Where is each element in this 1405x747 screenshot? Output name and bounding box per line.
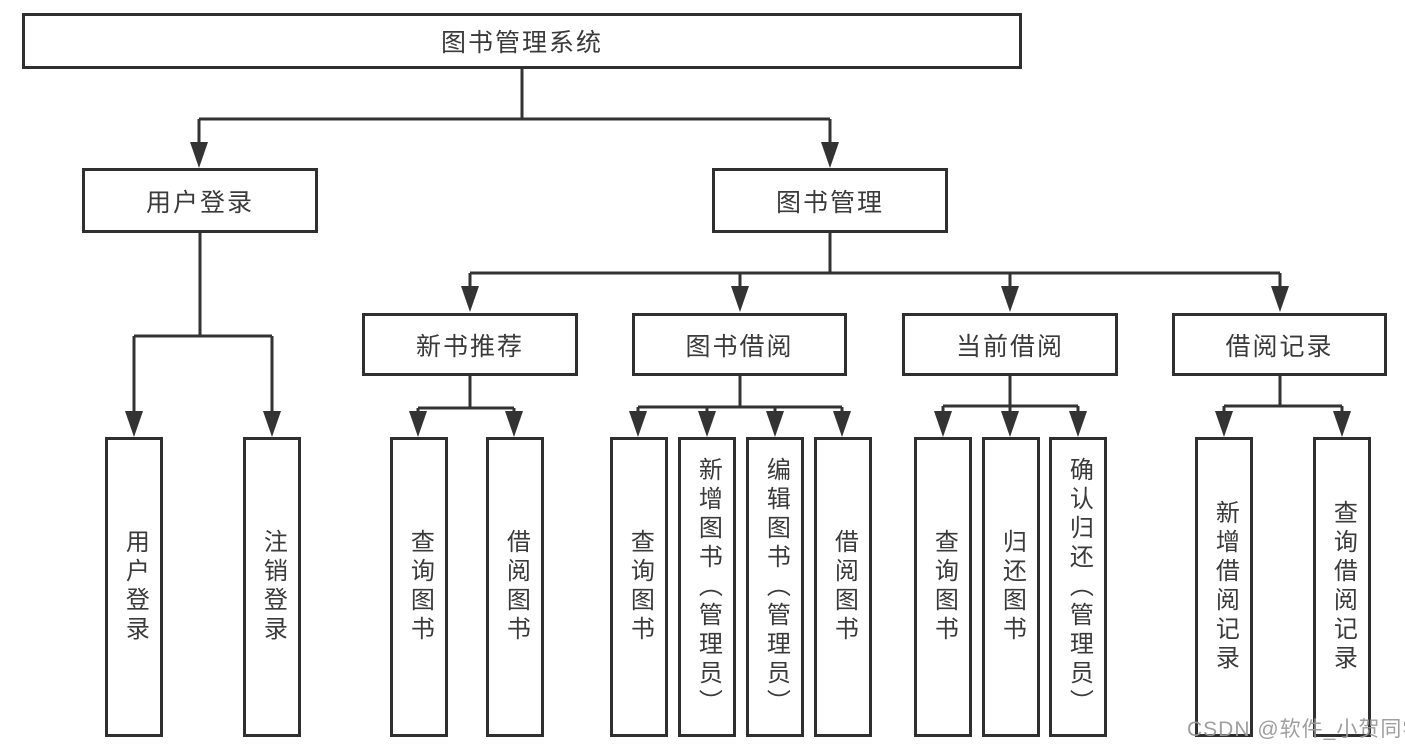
leaf-current-query-books: 查询图书: [914, 437, 972, 737]
leaf-newbook-query-books: 查询图书: [390, 437, 448, 737]
arrowhead: [1001, 411, 1019, 437]
leaf-logout-label: 注销登录: [259, 529, 287, 645]
node-book-borrowing: 图书借阅: [632, 313, 847, 376]
node-current-borrowing: 当前借阅: [902, 313, 1118, 376]
connector-root-branch: [197, 69, 832, 146]
arrowhead: [1215, 411, 1233, 437]
connector-borrowing-branch: [636, 376, 844, 416]
arrowhead: [698, 411, 716, 437]
node-borrowing-records-label: 借阅记录: [1225, 332, 1334, 361]
arrowhead: [821, 142, 839, 168]
leaf-logout: 注销登录: [243, 437, 301, 737]
connector-current-branch: [941, 376, 1080, 416]
leaf-borrowing-add-books-admin-label: 新增图书（管理员）: [694, 456, 722, 718]
arrowhead: [505, 411, 523, 437]
arrowhead: [409, 411, 427, 437]
leaf-current-return-books: 归还图书: [982, 437, 1040, 737]
leaf-current-confirm-return-admin: 确认归还（管理员）: [1049, 437, 1107, 737]
leaf-current-query-books-label: 查询图书: [930, 529, 958, 645]
leaf-borrowing-query-books: 查询图书: [610, 437, 668, 737]
node-user-login-label: 用户登录: [145, 188, 254, 217]
leaf-records-query-record-label: 查询借阅记录: [1329, 500, 1357, 674]
arrowhead: [1333, 411, 1351, 437]
leaf-user-login: 用户登录: [105, 437, 163, 737]
leaf-borrowing-borrow-books-label: 借阅图书: [830, 529, 858, 645]
arrowhead: [125, 411, 143, 437]
node-root-label: 图书管理系统: [440, 29, 603, 57]
node-book-management: 图书管理: [712, 168, 948, 233]
leaf-records-add-record-label: 新增借阅记录: [1211, 500, 1239, 674]
node-user-login: 用户登录: [82, 168, 318, 233]
leaf-current-confirm-return-admin-label: 确认归还（管理员）: [1065, 456, 1093, 718]
arrowhead: [1271, 286, 1289, 312]
leaf-borrowing-query-books-label: 查询图书: [626, 529, 654, 645]
leaf-records-add-record: 新增借阅记录: [1195, 437, 1253, 737]
node-new-book-recommend: 新书推荐: [362, 313, 578, 376]
leaf-borrowing-edit-books-admin: 编辑图书（管理员）: [746, 437, 804, 737]
leaf-newbook-query-books-label: 查询图书: [406, 529, 434, 645]
arrowhead: [1069, 411, 1087, 437]
leaf-user-login-label: 用户登录: [121, 529, 149, 645]
leaf-current-return-books-label: 归还图书: [998, 529, 1026, 645]
arrowhead: [461, 286, 479, 312]
arrowhead: [190, 142, 208, 168]
connector-user-login-branch: [132, 233, 274, 415]
arrowhead: [766, 411, 784, 437]
leaf-borrowing-add-books-admin: 新增图书（管理员）: [678, 437, 736, 737]
node-new-book-recommend-label: 新书推荐: [415, 332, 524, 361]
arrowhead: [263, 411, 281, 437]
node-current-borrowing-label: 当前借阅: [955, 332, 1064, 361]
arrowhead: [1001, 286, 1019, 312]
node-borrowing-records: 借阅记录: [1172, 313, 1387, 376]
arrowhead: [934, 411, 952, 437]
node-book-management-label: 图书管理: [775, 188, 884, 217]
node-book-borrowing-label: 图书借阅: [685, 332, 794, 361]
arrowhead: [833, 411, 851, 437]
leaf-borrowing-borrow-books: 借阅图书: [814, 437, 872, 737]
connector-new-book-branch: [416, 376, 516, 416]
csdn-watermark: CSDN @软件_小贺同学: [1187, 718, 1405, 741]
node-root: 图书管理系统: [22, 13, 1022, 69]
arrowhead: [629, 411, 647, 437]
connector-records-branch: [1222, 376, 1344, 416]
leaf-newbook-borrow-books-label: 借阅图书: [502, 529, 530, 645]
connector-book-mgmt-branch: [468, 233, 1282, 290]
arrowhead: [731, 286, 749, 312]
leaf-newbook-borrow-books: 借阅图书: [486, 437, 544, 737]
leaf-records-query-record: 查询借阅记录: [1313, 437, 1371, 737]
leaf-borrowing-edit-books-admin-label: 编辑图书（管理员）: [762, 456, 790, 718]
